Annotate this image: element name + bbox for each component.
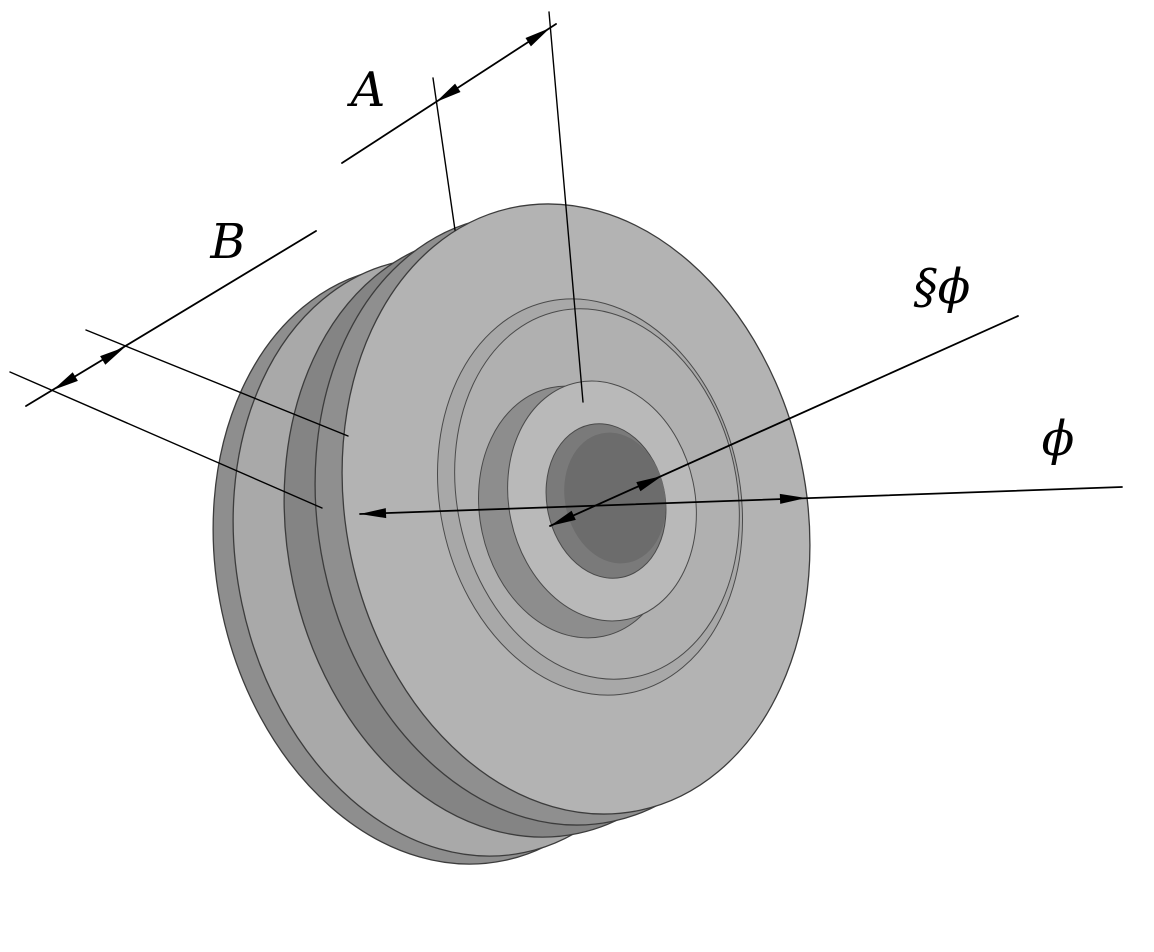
dim-bore-arrowhead-left xyxy=(550,510,576,526)
dim-outer-arrowhead-left xyxy=(360,508,387,519)
dim-a-arrowhead-right xyxy=(525,28,550,47)
dim-b-label: B xyxy=(209,214,245,270)
dim-b-extension-line-1 xyxy=(85,329,349,437)
dimension-a: A xyxy=(341,11,584,403)
dim-b-arrowhead-lower xyxy=(53,372,78,390)
dim-a-extension-line-2 xyxy=(548,11,584,403)
dim-b-arrowhead-upper xyxy=(100,347,125,365)
dim-bore-label: §ϕ xyxy=(914,259,971,315)
dim-bore-leader-line xyxy=(549,315,1019,527)
dim-a-label: A xyxy=(347,62,386,118)
dim-outer-arrowhead-right xyxy=(779,493,806,504)
dimension-bore-diameter: §ϕ xyxy=(549,259,1019,527)
dim-a-arrowhead-left xyxy=(436,83,461,102)
dim-b-extension-line-2 xyxy=(9,371,323,509)
bore-inner-wall xyxy=(564,432,666,564)
dimension-b: B xyxy=(9,214,349,509)
dimension-outer-diameter: ϕ xyxy=(359,411,1123,519)
dim-bore-arrowhead-right xyxy=(636,476,662,492)
pulley-body xyxy=(212,203,811,865)
dim-outer-dimension-line xyxy=(359,486,1123,515)
dim-a-extension-line-1 xyxy=(432,77,456,231)
dim-outer-label: ϕ xyxy=(1042,411,1075,467)
